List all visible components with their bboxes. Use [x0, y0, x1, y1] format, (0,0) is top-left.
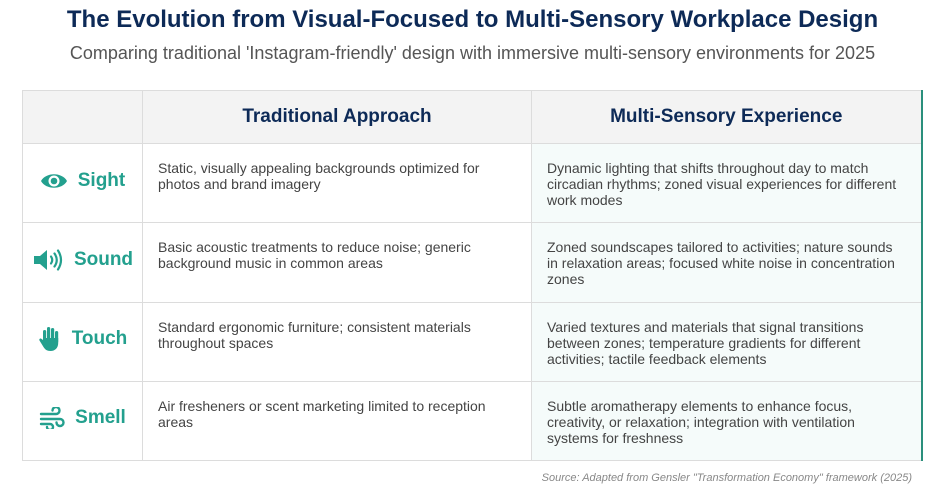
wind-icon: [39, 407, 65, 430]
table-row-smell: Smell Air fresheners or scent marketing …: [22, 380, 923, 462]
speaker-icon: [33, 249, 63, 271]
table-header-row: Traditional Approach Multi-Sensory Exper…: [22, 89, 923, 145]
eye-icon: [40, 174, 67, 188]
multisensory-cell: Dynamic lighting that shifts throughout …: [531, 143, 923, 224]
sense-cell: Sound: [22, 222, 143, 303]
traditional-cell: Air fresheners or scent marketing limite…: [142, 380, 532, 462]
page-title: The Evolution from Visual-Focused to Mul…: [66, 6, 879, 33]
header-corner: [22, 89, 143, 145]
table-row-touch: Touch Standard ergonomic furniture; cons…: [22, 301, 923, 382]
sense-label: Smell: [75, 407, 126, 429]
header-traditional: Traditional Approach: [142, 89, 532, 145]
sense-cell: Smell: [22, 380, 143, 462]
comparison-table: Traditional Approach Multi-Sensory Exper…: [22, 89, 923, 462]
sense-label: Sight: [77, 170, 126, 192]
multisensory-cell: Zoned soundscapes tailored to activities…: [531, 222, 923, 303]
hand-icon: [39, 327, 58, 352]
multisensory-cell: Subtle aromatherapy elements to enhance …: [531, 380, 923, 462]
traditional-cell: Basic acoustic treatments to reduce nois…: [142, 222, 532, 303]
page-subtitle: Comparing traditional 'Instagram-friendl…: [69, 43, 876, 63]
sense-cell: Sight: [22, 143, 143, 224]
traditional-cell: Standard ergonomic furniture; consistent…: [142, 301, 532, 382]
header-multisensory: Multi-Sensory Experience: [531, 89, 923, 145]
multisensory-cell: Varied textures and materials that signa…: [531, 301, 923, 382]
sense-label: Sound: [73, 248, 134, 270]
sense-label: Touch: [71, 328, 128, 350]
table-row-sight: Sight Static, visually appealing backgro…: [22, 143, 923, 224]
traditional-cell: Static, visually appealing backgrounds o…: [142, 143, 532, 224]
table-row-sound: Sound Basic acoustic treatments to reduc…: [22, 222, 923, 303]
source-note: Source: Adapted from Gensler "Transforma…: [541, 472, 912, 484]
sense-cell: Touch: [22, 301, 143, 382]
